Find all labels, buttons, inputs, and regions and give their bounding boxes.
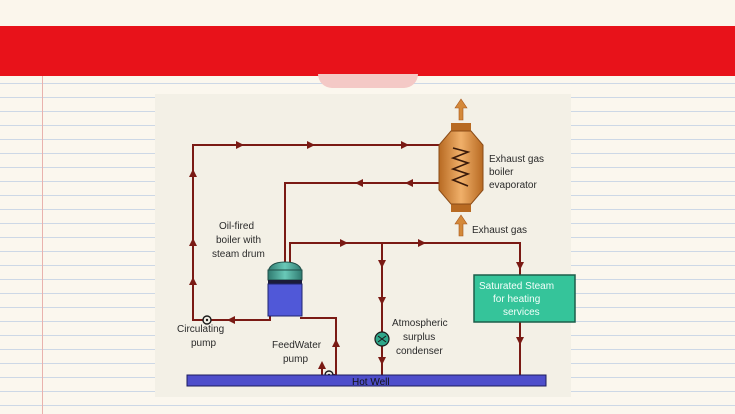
saturated-steam-label-3: services bbox=[503, 307, 540, 318]
boiler-label-1: Oil-fired bbox=[219, 221, 254, 232]
flow-arrow bbox=[401, 141, 409, 149]
top-strip bbox=[0, 0, 735, 26]
exhaust-out-arrow bbox=[454, 98, 468, 121]
flow-arrow bbox=[189, 169, 197, 177]
pipe-steam-header bbox=[289, 242, 521, 275]
condenser-label-1: Atmospheric bbox=[392, 318, 448, 329]
evaporator-label-3: evaporator bbox=[489, 180, 537, 191]
condenser-label-2: surplus bbox=[403, 332, 435, 343]
saturated-steam-label-1: Saturated Steam bbox=[479, 281, 554, 292]
flow-arrow bbox=[516, 262, 524, 270]
flow-arrow bbox=[516, 337, 524, 345]
circulating-pump-label-1: Circulating bbox=[177, 324, 224, 335]
flow-arrow bbox=[405, 179, 413, 187]
boiler-label-2: boiler with bbox=[216, 235, 261, 246]
labels: Exhaust gas boiler evaporator Exhaust ga… bbox=[177, 154, 554, 388]
header-band bbox=[0, 26, 735, 76]
exhaust-gas-evaporator bbox=[438, 123, 484, 212]
pipe-circulation-up bbox=[192, 144, 445, 305]
saturated-steam-label-2: for heating bbox=[493, 294, 540, 305]
flow-arrow bbox=[418, 239, 426, 247]
header-tab bbox=[318, 74, 418, 88]
flow-arrow bbox=[378, 357, 386, 365]
flow-arrow bbox=[236, 141, 244, 149]
condenser-label-3: condenser bbox=[396, 346, 443, 357]
exhaust-in-arrow bbox=[454, 214, 468, 237]
oil-fired-boiler bbox=[267, 261, 303, 317]
hot-well-bar bbox=[186, 374, 547, 387]
hot-well-label: Hot Well bbox=[352, 377, 390, 388]
flow-arrow bbox=[332, 339, 340, 347]
boiler-label-3: steam drum bbox=[212, 249, 265, 260]
flow-arrow bbox=[318, 361, 326, 369]
feedwater-pump-label-1: FeedWater bbox=[272, 340, 322, 351]
flow-arrow bbox=[307, 141, 315, 149]
flow-arrow bbox=[378, 297, 386, 305]
margin-line bbox=[42, 76, 43, 414]
evaporator-label-1: Exhaust gas bbox=[489, 154, 544, 165]
flow-arrow bbox=[355, 179, 363, 187]
exhaust-arrows bbox=[454, 98, 468, 237]
exhaust-gas-label: Exhaust gas bbox=[472, 225, 527, 236]
pipe-evaporator-return bbox=[284, 182, 445, 262]
evaporator-label-2: boiler bbox=[489, 167, 514, 178]
flow-arrow bbox=[340, 239, 348, 247]
flow-arrow bbox=[227, 316, 235, 324]
feedwater-pump-label-2: pump bbox=[283, 354, 308, 365]
condenser-symbol bbox=[374, 331, 390, 347]
flow-arrows bbox=[189, 141, 524, 369]
flow-arrow bbox=[189, 238, 197, 246]
circulating-pump-symbol bbox=[202, 315, 212, 325]
flow-arrow bbox=[378, 260, 386, 268]
flow-arrow bbox=[189, 277, 197, 285]
circulating-pump-label-2: pump bbox=[191, 338, 216, 349]
saturated-steam-box bbox=[473, 274, 576, 323]
